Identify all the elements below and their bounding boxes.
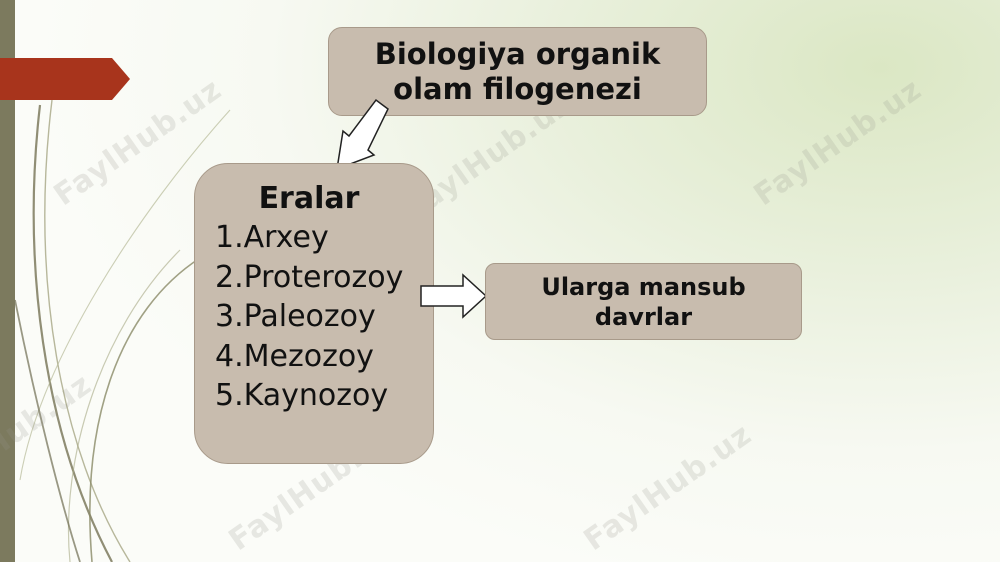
era-item: 4.Mezozoy [215,338,374,374]
periods-box: Ularga mansub davrlar [485,263,802,340]
eras-box: Eralar 1.Arxey 2.Proterozoy 3.Paleozoy 4… [194,163,434,464]
down-left-arrow [336,98,389,171]
right-arrow [420,273,488,319]
title-box: Biologiya organik olam filogenezi [328,27,707,116]
era-item: 5.Kaynozoy [215,378,389,413]
side-bar [0,0,15,562]
eras-list: 1.Arxey 2.Proterozoy 3.Paleozoy 4.Mezozo… [195,218,433,416]
eras-heading: Eralar [258,181,360,216]
era-item: 1.Arxey [215,220,329,255]
accent-tab [0,58,130,100]
era-item: 2.Proterozoy [215,259,404,295]
era-item: 3.Paleozoy [215,299,376,334]
